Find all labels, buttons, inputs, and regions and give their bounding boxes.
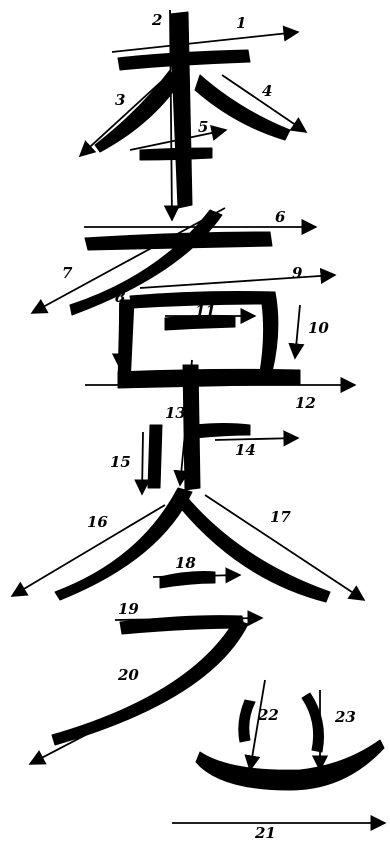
arrow-14 — [215, 438, 298, 440]
number-2: 2 — [151, 11, 162, 29]
arrow-22 — [250, 680, 265, 770]
number-13: 13 — [165, 404, 186, 422]
number-18: 18 — [175, 554, 196, 572]
number-1: 1 — [236, 14, 246, 32]
stroke-22-shape — [239, 700, 255, 742]
number-7: 7 — [62, 264, 73, 282]
number-15: 15 — [110, 453, 131, 471]
stroke-20-shape — [52, 620, 248, 745]
number-5: 5 — [198, 118, 208, 136]
arrow-10 — [295, 305, 300, 358]
arrow-9 — [140, 275, 335, 288]
number-16: 16 — [87, 513, 108, 531]
number-10: 10 — [308, 319, 329, 337]
stroke-4-shape — [195, 75, 290, 140]
number-9: 9 — [292, 264, 303, 282]
arrow-20 — [30, 670, 210, 764]
number-3: 3 — [115, 91, 125, 109]
number-14: 14 — [235, 441, 256, 459]
number-17: 17 — [270, 508, 291, 526]
number-20: 20 — [117, 666, 139, 684]
arrow-15 — [142, 432, 143, 494]
number-6: 6 — [275, 208, 286, 226]
arrow-1 — [112, 32, 298, 52]
number-23: 23 — [334, 708, 356, 726]
number-22: 22 — [257, 706, 279, 724]
stroke-18-shape — [160, 572, 215, 588]
number-4: 4 — [262, 82, 272, 100]
number-21: 21 — [254, 824, 276, 842]
number-11: 11 — [195, 302, 216, 320]
stroke-14-shape — [195, 424, 250, 439]
stroke-17-shape — [178, 495, 330, 602]
calligraphy-strokes — [52, 12, 384, 790]
stroke-3-shape — [95, 70, 178, 152]
number-19: 19 — [118, 600, 139, 618]
number-12: 12 — [295, 394, 316, 412]
stroke-15-shape — [148, 425, 162, 488]
stroke-2-shape — [170, 12, 192, 208]
stroke-5-shape — [140, 148, 212, 160]
number-8: 8 — [115, 288, 126, 306]
stroke-21-shape — [196, 740, 384, 790]
